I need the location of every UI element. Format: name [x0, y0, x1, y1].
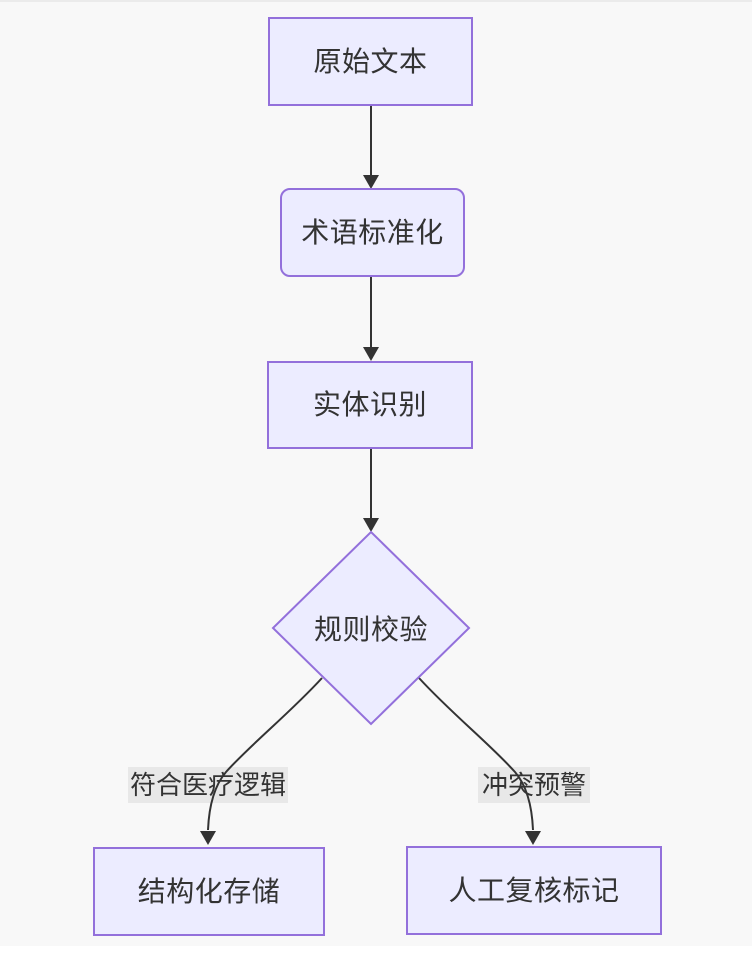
node-raw-text-label: 原始文本 [313, 45, 428, 77]
arrowhead-icon [363, 175, 379, 189]
edge-label-bg-right [478, 767, 590, 803]
arrowhead-icon [525, 831, 541, 845]
node-manual-review-mark: 人工复核标记 [406, 846, 662, 935]
edge-label-medical-logic-text: 符合医疗逻辑 [129, 770, 286, 800]
canvas-bottom-strip [0, 946, 752, 954]
canvas-top-edge [0, 0, 752, 2]
node-raw-text: 原始文本 [268, 17, 473, 106]
edge-label-conflict-warning: 冲突预警 [478, 766, 590, 804]
node-manual-review-mark-label: 人工复核标记 [448, 874, 620, 906]
node-entity-recognition: 实体识别 [267, 361, 473, 449]
edge-label-medical-logic: 符合医疗逻辑 [128, 766, 288, 804]
edge-rule-to-storage [207, 677, 323, 831]
node-term-standardization: 术语标准化 [280, 188, 465, 277]
node-term-standardization-label: 术语标准化 [301, 216, 444, 248]
node-structured-storage: 结构化存储 [93, 847, 325, 936]
arrowhead-icon [200, 831, 216, 845]
node-structured-storage-label: 结构化存储 [137, 875, 281, 907]
edge-label-conflict-warning-text: 冲突预警 [481, 770, 586, 800]
edge-label-bg-left [128, 767, 288, 803]
edge-rule-to-review [418, 677, 534, 831]
arrowhead-icon [363, 518, 379, 532]
node-entity-recognition-label: 实体识别 [312, 389, 427, 420]
node-rule-validation [271, 530, 471, 726]
arrowhead-icon [363, 347, 379, 361]
